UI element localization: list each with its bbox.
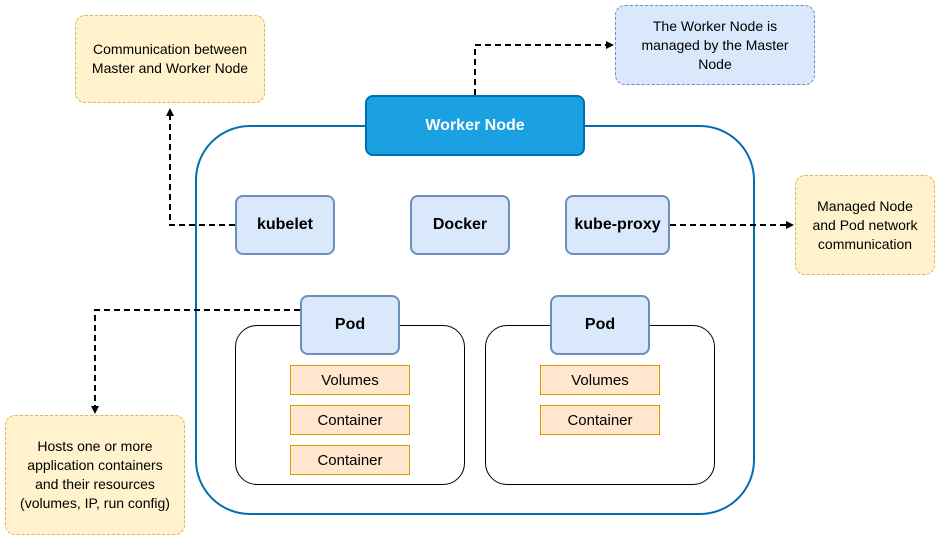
note-pod-hosts: Hosts one or more application containers… xyxy=(5,415,185,535)
note-line: application containers xyxy=(27,457,163,473)
pod-2-container-1: Container xyxy=(540,405,660,435)
pod-2-item-label: Container xyxy=(567,411,633,429)
kube-proxy-label: kube-proxy xyxy=(574,216,661,233)
arrow-pod-to-hosts-note xyxy=(91,309,300,414)
pod-2-volumes: Volumes xyxy=(540,365,660,395)
note-line: Communication between xyxy=(92,41,248,57)
pod-label-2: Pod xyxy=(584,316,616,333)
arrow-title-to-master-note xyxy=(474,41,614,95)
arrow-kubelet-to-communication-note xyxy=(166,108,235,226)
note-line: Node xyxy=(698,55,732,72)
pod-1-container-2: Container xyxy=(290,445,410,475)
pod-1-item-label: Container xyxy=(317,451,383,469)
kube-proxy-box: kube-proxy xyxy=(565,195,670,255)
note-line: The Worker Node is xyxy=(652,17,778,34)
note-line: communication xyxy=(817,235,913,252)
note-line: Master and Worker Node xyxy=(91,60,249,76)
pod-box-1: Pod xyxy=(300,295,400,355)
worker-node-title: Worker Node xyxy=(365,95,585,156)
pod-1-volumes: Volumes xyxy=(290,365,410,395)
docker-label: Docker xyxy=(432,216,488,233)
note-managed-by-master: The Worker Node is managed by the Master… xyxy=(615,5,815,85)
pod-label-1: Pod xyxy=(334,316,366,333)
note-line: (volumes, IP, run config) xyxy=(20,495,170,511)
note-line: and their resources xyxy=(35,476,155,492)
pod-1-item-label: Volumes xyxy=(321,371,379,389)
note-line: managed by the Master xyxy=(641,36,789,53)
pod-1-item-label: Container xyxy=(317,411,383,429)
note-line: Hosts one or more xyxy=(37,438,153,454)
note-line: Managed Node xyxy=(817,197,913,214)
kubelet-label: kubelet xyxy=(256,216,313,233)
note-network: Managed Node and Pod network communicati… xyxy=(795,175,935,275)
note-line: and Pod network xyxy=(812,216,918,233)
pod-2-item-label: Volumes xyxy=(571,371,629,389)
note-communication: Communication between Master and Worker … xyxy=(75,15,265,103)
pod-box-2: Pod xyxy=(550,295,650,355)
pod-1-container-1: Container xyxy=(290,405,410,435)
kubelet-box: kubelet xyxy=(235,195,335,255)
docker-box: Docker xyxy=(410,195,510,255)
worker-node-title-text: Worker Node xyxy=(425,116,525,134)
